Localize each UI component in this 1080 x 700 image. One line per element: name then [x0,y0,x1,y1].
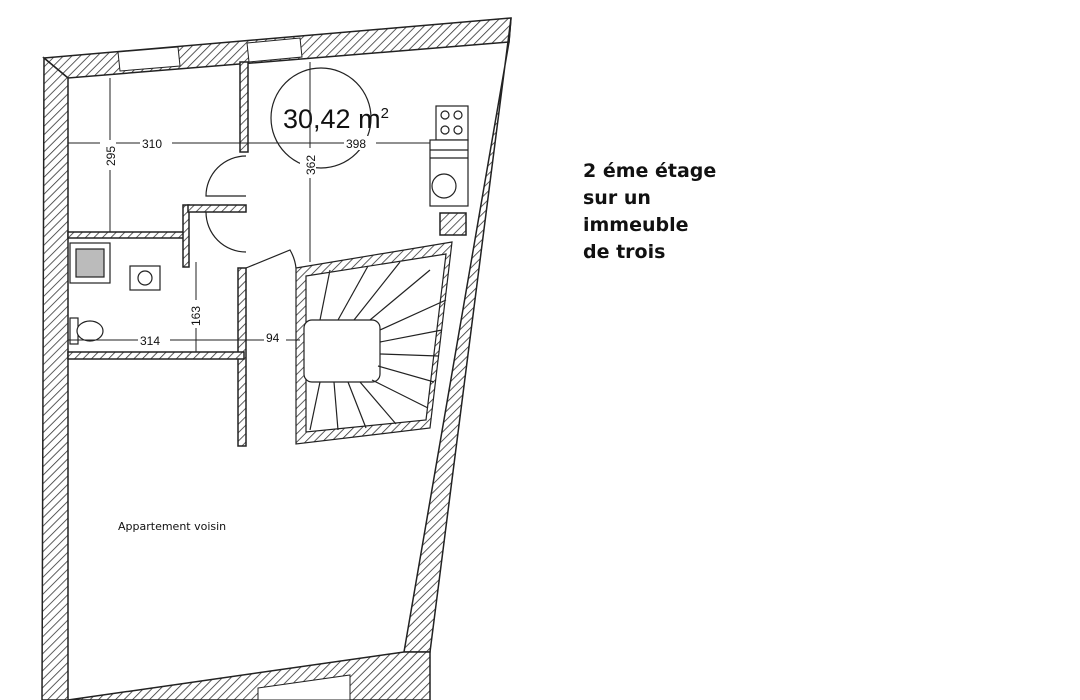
wall-left [41,56,69,700]
door-arc-bath [205,211,247,253]
note-line-4: de trois [583,241,666,263]
bathroom [69,242,161,345]
floor-note: 2 éme étage sur un immeuble de trois [583,158,716,266]
wall-partition-vertical [239,61,249,153]
dim-398: 398 [346,137,366,151]
windows [117,37,351,700]
window-top-left [117,46,181,72]
door-arc-stair [245,249,297,269]
dim-362: 362 [304,155,318,175]
note-line-3: immeuble [583,214,689,236]
dim-94: 94 [266,331,280,345]
stair-treads [309,261,447,431]
cooktop [435,105,469,141]
wall-bathroom-bottom [67,351,245,360]
door-arc-main [205,155,247,197]
burner-4 [453,125,463,135]
wall-closet [187,204,247,213]
kitchen [429,105,469,207]
note-line-1: 2 éme étage [583,160,717,182]
dim-310: 310 [142,137,162,151]
neighbor-apartment-label: Appartement voisin [118,520,226,533]
interior-walls [67,61,467,447]
dim-163: 163 [189,306,203,326]
dim-314: 314 [140,334,160,348]
burner-2 [453,110,463,120]
stair-well [303,319,381,383]
wall-bathroom-side [182,204,190,268]
dim-295: 295 [104,146,118,166]
window-top-right [246,37,303,63]
note-line-2: sur un [583,187,651,209]
area-marker: 30,42 m2 [270,67,389,169]
doors [205,155,297,269]
wall-bathroom-top [67,231,187,239]
burner-3 [440,125,450,135]
wall-bottom [67,651,431,700]
staircase [295,241,453,445]
wall-kitchen-end [439,212,467,236]
dimension-labels: 310 398 295 362 163 314 94 [100,136,376,348]
window-bottom [257,674,351,700]
burner-1 [440,110,450,120]
sink [431,173,457,199]
toilet-bowl [76,320,104,342]
area-label: 30,42 m2 [283,104,389,134]
